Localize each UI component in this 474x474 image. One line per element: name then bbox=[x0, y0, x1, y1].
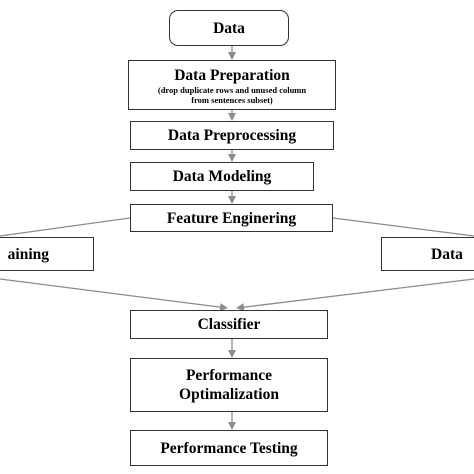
performance-optimalization-label-1: Performance bbox=[185, 367, 273, 384]
arrow-data-branch-to-classifier bbox=[236, 278, 474, 312]
training-branch-node: aining bbox=[0, 237, 94, 271]
arrow-training-to-classifier bbox=[0, 278, 228, 312]
data-branch-label: Data bbox=[431, 245, 463, 263]
data-modeling-label: Data Modeling bbox=[172, 168, 272, 185]
data-preprocessing-label: Data Preprocessing bbox=[167, 127, 297, 144]
performance-optimalization-node: Performance Optimalization bbox=[130, 358, 328, 412]
data-branch-node: Data bbox=[381, 237, 474, 271]
feature-engineering-label: Feature Enginering bbox=[166, 209, 297, 227]
performance-testing-node: Performance Testing bbox=[130, 430, 328, 466]
data-preparation-sublabel-1: (drop duplicate rows and unused column bbox=[157, 84, 307, 95]
performance-optimalization-label-2: Optimalization bbox=[179, 386, 279, 403]
data-node: Data bbox=[169, 10, 289, 46]
classifier-node: Classifier bbox=[130, 310, 328, 339]
feature-engineering-node: Feature Enginering bbox=[130, 204, 333, 232]
classifier-label: Classifier bbox=[197, 316, 261, 333]
data-preprocessing-node: Data Preprocessing bbox=[130, 121, 334, 150]
data-modeling-node: Data Modeling bbox=[130, 162, 314, 191]
data-preparation-node: Data Preparation (drop duplicate rows an… bbox=[128, 60, 336, 110]
arrow-feature-to-data-branch bbox=[332, 217, 474, 237]
training-branch-label: aining bbox=[7, 245, 49, 263]
arrow-feature-to-training bbox=[0, 217, 131, 237]
data-node-label: Data bbox=[213, 19, 245, 37]
data-preparation-sublabel-2: from sentences subset) bbox=[191, 94, 273, 105]
data-preparation-label: Data Preparation bbox=[174, 66, 290, 84]
performance-testing-label: Performance Testing bbox=[160, 439, 298, 457]
